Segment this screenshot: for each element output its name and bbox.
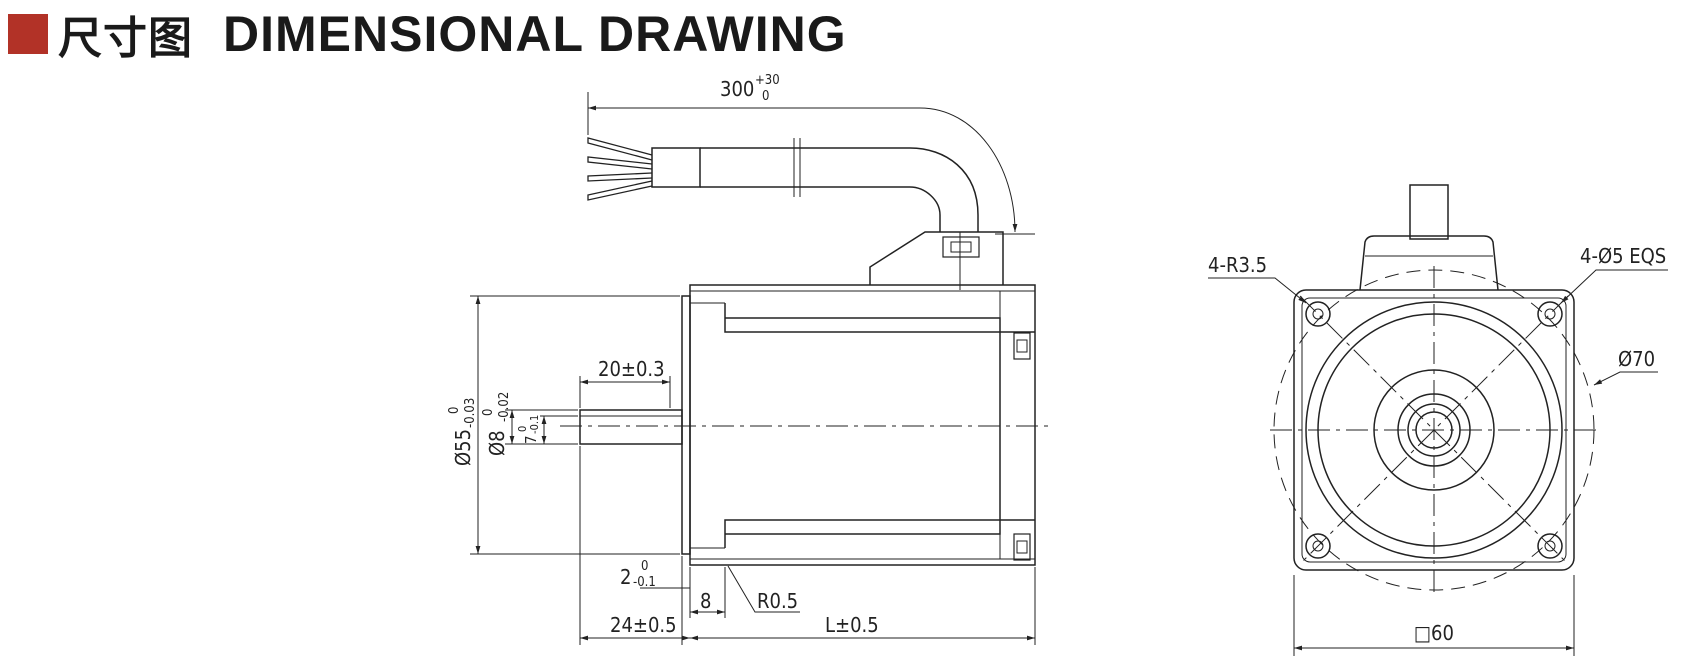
side-view-labels: 300 +30 0 20±0.3 Ø55 0 -0.03 Ø8 0 -0.02 … (447, 73, 879, 637)
shaft (579, 409, 683, 445)
shaft-dia-tol-upper: 0 (481, 409, 496, 416)
cable-length-tol-lower: 0 (762, 89, 769, 104)
shaft-dia-tol-lower: -0.02 (497, 392, 512, 422)
cable (700, 147, 979, 232)
square-label: □60 (1414, 621, 1454, 645)
connector-top (1359, 235, 1499, 291)
bolt-holes (1305, 301, 1563, 559)
side-view (560, 137, 1050, 566)
body-length-label: L±0.5 (825, 613, 879, 637)
flange (681, 295, 691, 555)
flat-tol-lower: -0.1 (528, 415, 541, 434)
cable-length-label: 300 (720, 77, 754, 101)
shaft-dia-label: Ø8 (485, 430, 509, 456)
connector-housing (869, 231, 1004, 285)
bolt-circle-label: Ø70 (1618, 347, 1655, 371)
flat-label: 7 (522, 435, 540, 444)
front-view (1270, 184, 1598, 594)
corner-radius-label: 4-R3.5 (1208, 253, 1267, 277)
cable-wires (587, 137, 653, 201)
cable-length-tol-upper: +30 (755, 73, 780, 88)
side-view-dimensions (470, 92, 1036, 645)
bottom-fin (724, 519, 1035, 548)
header: 尺寸图 DIMENSIONAL DRAWING (8, 6, 847, 64)
front-view-labels: 4-R3.5 4-Ø5 EQS Ø70 □60 (1208, 244, 1666, 645)
flange-thickness-label: 8 (700, 589, 711, 613)
front-view-dimensions (1208, 269, 1668, 656)
pilot-tol-upper: 0 (641, 559, 648, 574)
section-marker (8, 14, 48, 54)
shaft-length-label: 20±0.3 (598, 357, 665, 381)
title-english: DIMENSIONAL DRAWING (223, 6, 847, 62)
flange-dia-tol-upper: 0 (447, 407, 462, 414)
flange-dia-label: Ø55 (451, 429, 475, 466)
pilot-depth-label: 2 (620, 565, 631, 589)
flange-dia-tol-lower: -0.03 (463, 398, 478, 428)
fillet-label: R0.5 (757, 589, 798, 613)
motor-body (689, 284, 1036, 566)
top-fin (724, 303, 1035, 333)
shaft-total-label: 24±0.5 (610, 613, 677, 637)
holes-label: 4-Ø5 EQS (1580, 244, 1666, 268)
pilot-tol-lower: -0.1 (633, 575, 656, 590)
flat-tol-upper: 0 (516, 426, 529, 432)
cable-stub (1409, 184, 1449, 240)
title-chinese: 尺寸图 (58, 13, 193, 64)
